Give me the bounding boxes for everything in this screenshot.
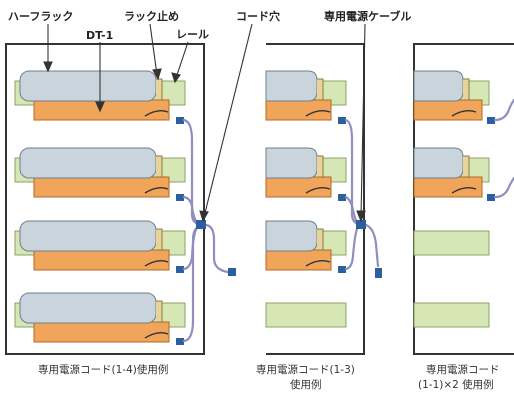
rack-stopper <box>317 155 324 178</box>
half-rack <box>19 220 157 252</box>
callout-cord-hole: コード穴 <box>236 9 280 23</box>
rack-stopper <box>156 155 163 178</box>
callout-half-rack: ハーフラック <box>8 10 73 23</box>
cord-hole <box>305 186 331 194</box>
panel-example-3 <box>413 43 514 355</box>
rack-stopper <box>317 228 324 251</box>
connector-icon <box>487 194 495 201</box>
connector-icon <box>338 266 346 273</box>
cable-splitter-icon <box>356 220 366 229</box>
shelf-unit-4 <box>14 292 186 345</box>
shelf-unit-3 <box>265 220 347 273</box>
half-rack <box>19 70 157 102</box>
plug-icon <box>228 268 236 276</box>
shelf-unit-2 <box>265 147 347 201</box>
rack-stopper <box>156 78 163 101</box>
connector-icon <box>176 194 184 201</box>
power-cable <box>182 118 230 343</box>
caption-example-1: 専用電源コード(1-4)使用例 <box>38 363 168 376</box>
cord-hole <box>144 186 169 194</box>
empty-rail-block <box>413 302 490 328</box>
callout-dt1: DT-1 <box>86 29 113 42</box>
shelf-unit-3 <box>14 220 186 273</box>
rack-stopper <box>156 228 163 251</box>
shelf-unit-1 <box>413 70 495 124</box>
cable-splitter-icon <box>196 220 206 229</box>
caption-example-3-line2: (1-1)×2 使用例 <box>418 378 494 391</box>
plug-icon <box>375 268 382 278</box>
shelf-unit-2 <box>14 147 186 201</box>
cord-hole <box>451 186 477 194</box>
cord-hole <box>144 259 169 267</box>
connector-icon <box>176 266 184 273</box>
connector-icon <box>176 117 184 124</box>
cord-hole <box>305 259 331 267</box>
caption-example-2-line1: 専用電源コード(1-3) <box>256 363 355 376</box>
connector-icon <box>338 194 346 201</box>
dt1-device <box>413 176 483 198</box>
callout-leaders <box>43 23 366 223</box>
cord-hole <box>305 109 331 117</box>
half-rack <box>413 70 464 102</box>
cabinet-frame <box>266 43 365 355</box>
half-rack <box>265 70 318 102</box>
dt1-device <box>413 99 483 121</box>
panel-example-2 <box>265 43 382 355</box>
cord-hole <box>144 109 169 117</box>
half-rack <box>265 220 318 252</box>
caption-example-2-line2: 使用例 <box>290 378 322 391</box>
cabinet-frame <box>413 43 514 355</box>
half-rack <box>265 147 318 179</box>
callout-rack-stopper: ラック止め <box>124 9 179 23</box>
connector-icon <box>176 338 184 345</box>
shelf-unit-2 <box>413 147 495 201</box>
panel-example-1 <box>5 43 236 355</box>
connector-icon <box>487 117 495 124</box>
rack-stopper <box>317 78 324 101</box>
power-cable <box>344 118 380 271</box>
empty-rail-block <box>413 230 490 256</box>
shelf-unit-1 <box>265 70 347 124</box>
empty-rail-block <box>265 302 347 328</box>
rack-stopper <box>463 155 470 178</box>
cord-hole <box>451 109 477 117</box>
caption-example-3-line1: 専用電源コード <box>426 363 500 376</box>
power-cable <box>493 98 514 199</box>
cord-hole <box>144 331 169 339</box>
rack-stopper <box>463 78 470 101</box>
dt1-device <box>33 249 170 271</box>
half-rack <box>413 147 464 179</box>
dt1-device <box>33 321 170 343</box>
callout-rail: レール <box>176 28 209 41</box>
callout-dedicated-cable: 専用電源ケーブル <box>324 9 411 23</box>
dt1-device <box>33 176 170 198</box>
half-rack <box>19 292 157 324</box>
half-rack <box>19 147 157 179</box>
connector-icon <box>338 117 346 124</box>
rack-stopper <box>156 300 163 323</box>
